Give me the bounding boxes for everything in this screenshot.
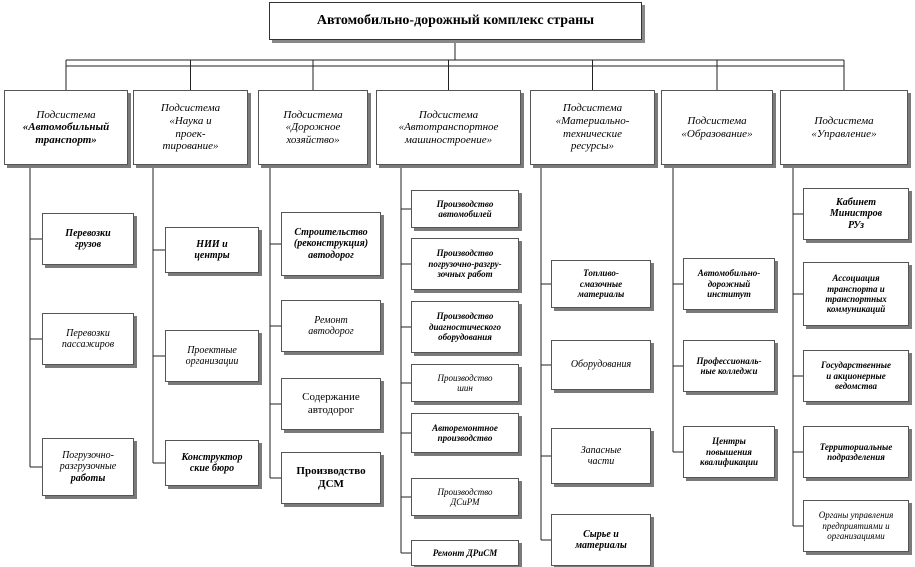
component-label: Автомобильно- дорожный институт (697, 268, 761, 300)
subsystem-box: Подсистема«Образование» (661, 90, 773, 165)
component-box: Оборудования (551, 340, 651, 390)
component-label: Запасные части (580, 444, 622, 468)
component-label: Кабинет Министров РУз (829, 196, 883, 231)
component-label: Ассоциация транспорта и транспортных ком… (825, 273, 887, 315)
component-box: Погрузочно- разгрузочные работы (42, 438, 134, 496)
component-box: Территориальные подразделения (803, 426, 909, 478)
component-box: Центры повышения квалификации (683, 426, 775, 478)
component-box: Государственные и акционерные ведомства (803, 350, 909, 402)
subsystem-name: «Образование» (681, 127, 753, 140)
component-label: Строительство (реконструкция) автодорог (293, 226, 369, 261)
component-box: Перевозки грузов (42, 213, 134, 265)
component-box: Проектные организации (165, 330, 259, 382)
component-box: Производство ДСМ (281, 452, 381, 504)
component-box: Производство ДСиРМ (411, 478, 519, 516)
component-label: Профессиональ- ные колледжи (696, 355, 762, 376)
component-box: Кабинет Министров РУз (803, 188, 909, 240)
component-label: Ремонт автодорог (308, 314, 354, 338)
component-box: Строительство (реконструкция) автодорог (281, 212, 381, 276)
title-text: Автомобильно-дорожный комплекс страны (316, 12, 595, 28)
component-label: Производство диагностического оборудован… (429, 311, 501, 343)
component-label: Производство ДСиРМ (437, 486, 493, 507)
subsystem-name: «Наука и проек- тирование» (162, 114, 219, 153)
component-box: Ремонт ДРиСМ (411, 540, 519, 566)
component-box: Профессиональ- ные колледжи (683, 340, 775, 392)
component-label: Проектные организации (185, 344, 239, 368)
component-label: Производство шин (437, 372, 493, 393)
component-box: Производство шин (411, 364, 519, 402)
subsystem-box: Подсистема«Управление» (780, 90, 908, 165)
component-label: Производство ДСМ (296, 465, 366, 490)
subsystem-label: Подсистема (814, 114, 874, 127)
component-label: Государственные и акционерные ведомства (821, 360, 891, 392)
subsystem-label: Подсистема (283, 108, 343, 121)
component-label: Производство автомобилей (436, 198, 494, 219)
subsystem-box: Подсистема«Материально- технические ресу… (530, 90, 655, 165)
subsystem-label: Подсистема (36, 108, 96, 121)
subsystem-box: Подсистема«Автомобильный транспорт» (4, 90, 128, 165)
subsystem-name: «Управление» (811, 127, 877, 140)
component-label: Перевозки грузов (65, 227, 111, 251)
component-box: Конструктор ские бюро (165, 440, 259, 486)
component-box: Запасные части (551, 428, 651, 484)
component-label: Производство погрузочно-разгру- зочных р… (428, 248, 502, 280)
component-box: Органы управления предприятиями и органи… (803, 500, 909, 552)
component-label: НИИ и центры (194, 238, 230, 262)
component-label: Погрузочно- разгрузочные работы (59, 449, 117, 484)
component-box: Авторемонтное производство (411, 413, 519, 453)
subsystem-name: «Автотранспортное машиностроение» (398, 121, 499, 146)
subsystem-label: Подсистема (562, 102, 623, 115)
component-label: Перевозки пассажиров (61, 327, 115, 351)
component-box: Топливо- смазочные материалы (551, 260, 651, 308)
component-box: Сырье и материалы (551, 514, 651, 566)
component-box: Автомобильно- дорожный институт (683, 258, 775, 310)
subsystem-label: Подсистема (418, 108, 479, 121)
component-label: Топливо- смазочные материалы (577, 268, 625, 300)
subsystem-label: Подсистема (160, 102, 221, 115)
component-box: Ассоциация транспорта и транспортных ком… (803, 262, 909, 326)
component-box: Производство погрузочно-разгру- зочных р… (411, 238, 519, 290)
subsystem-box: Подсистема«Наука и проек- тирование» (133, 90, 248, 165)
subsystem-name: «Дорожное хозяйство» (285, 121, 341, 146)
component-label: Оборудования (570, 359, 632, 371)
subsystem-box: Подсистема«Дорожное хозяйство» (258, 90, 368, 165)
component-label: Конструктор ские бюро (181, 451, 243, 475)
subsystem-box: Подсистема«Автотранспортное машиностроен… (376, 90, 521, 165)
component-box: Производство автомобилей (411, 190, 519, 228)
component-label: Центры повышения квалификации (700, 436, 758, 468)
subsystem-label: Подсистема (687, 114, 747, 127)
component-label: Авторемонтное производство (432, 422, 498, 443)
component-box: НИИ и центры (165, 227, 259, 273)
component-label: Территориальные подразделения (819, 441, 893, 462)
component-label: Сырье и материалы (575, 528, 627, 552)
component-label: Ремонт ДРиСМ (432, 547, 498, 558)
component-box: Производство диагностического оборудован… (411, 301, 519, 353)
page-title: Автомобильно-дорожный комплекс страны (269, 2, 642, 40)
subsystem-name: «Материально- технические ресурсы» (555, 114, 630, 153)
component-box: Перевозки пассажиров (42, 313, 134, 365)
component-label: Содержание автодорог (302, 391, 360, 416)
component-box: Ремонт автодорог (281, 300, 381, 352)
subsystem-name: «Автомобильный транспорт» (22, 121, 110, 146)
component-box: Содержание автодорог (281, 378, 381, 430)
component-label: Органы управления предприятиями и органи… (818, 510, 894, 542)
